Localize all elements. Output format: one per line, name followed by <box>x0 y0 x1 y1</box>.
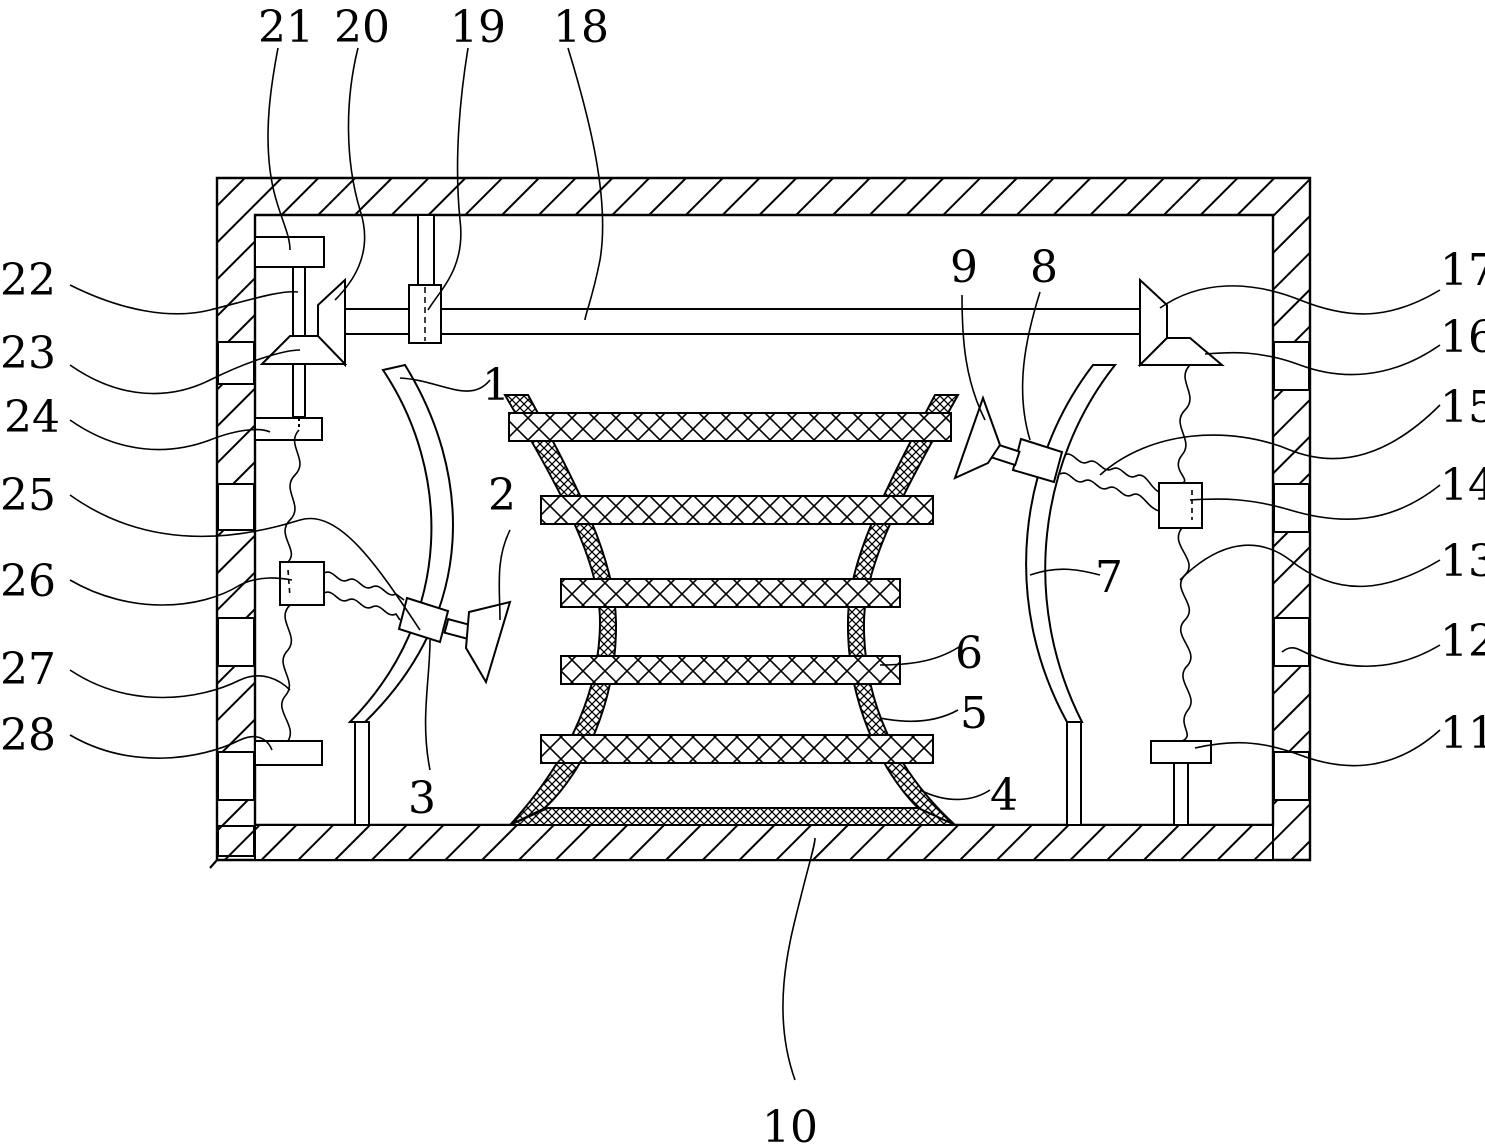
label-8: 8 <box>1030 242 1058 293</box>
bearing-19 <box>409 215 441 343</box>
label-15: 15 <box>1440 382 1485 433</box>
arm-7 <box>955 365 1115 825</box>
motor-26 <box>280 562 324 605</box>
arm-3 <box>350 365 510 825</box>
shaft-18 <box>345 309 1140 334</box>
bracket-11 <box>1151 741 1211 763</box>
label-25: 25 <box>0 470 56 521</box>
bracket-28 <box>255 741 322 765</box>
hourglass-body <box>505 395 958 825</box>
label-11: 11 <box>1440 708 1485 759</box>
rack-bar <box>509 413 951 441</box>
label-6: 6 <box>955 628 983 679</box>
label-20: 20 <box>334 2 390 53</box>
label-23: 23 <box>0 328 56 379</box>
spring-left <box>324 572 404 620</box>
spring-right <box>1060 454 1159 511</box>
gear-assembly-right <box>1140 280 1222 825</box>
rack-bar <box>541 735 933 763</box>
label-27: 27 <box>0 644 56 695</box>
label-7: 7 <box>1095 552 1123 603</box>
label-17: 17 <box>1440 245 1485 296</box>
base-plate <box>255 825 1273 860</box>
gear-assembly-left <box>255 237 345 765</box>
label-12: 12 <box>1440 616 1485 667</box>
label-14: 14 <box>1440 460 1485 511</box>
rack-bar <box>561 656 900 684</box>
label-21: 21 <box>258 2 314 53</box>
label-10: 10 <box>762 1102 818 1148</box>
label-4: 4 <box>990 770 1018 821</box>
brush-9 <box>955 398 1000 478</box>
label-9: 9 <box>950 242 978 293</box>
bracket-24 <box>255 418 322 440</box>
label-22: 22 <box>0 255 56 306</box>
label-5: 5 <box>960 688 988 739</box>
motor-14 <box>1159 483 1202 528</box>
label-18: 18 <box>553 2 609 53</box>
rack-bar <box>541 496 933 524</box>
rack-bar <box>561 579 900 607</box>
label-13: 13 <box>1440 536 1485 587</box>
label-28: 28 <box>0 710 56 761</box>
brush-2 <box>466 602 510 682</box>
label-19: 19 <box>450 2 506 53</box>
label-24: 24 <box>4 392 60 443</box>
label-3: 3 <box>408 773 436 824</box>
label-16: 16 <box>1440 312 1485 363</box>
label-1: 1 <box>482 360 510 411</box>
post-11 <box>1174 763 1188 825</box>
label-26: 26 <box>0 556 56 607</box>
label-2: 2 <box>488 470 516 521</box>
